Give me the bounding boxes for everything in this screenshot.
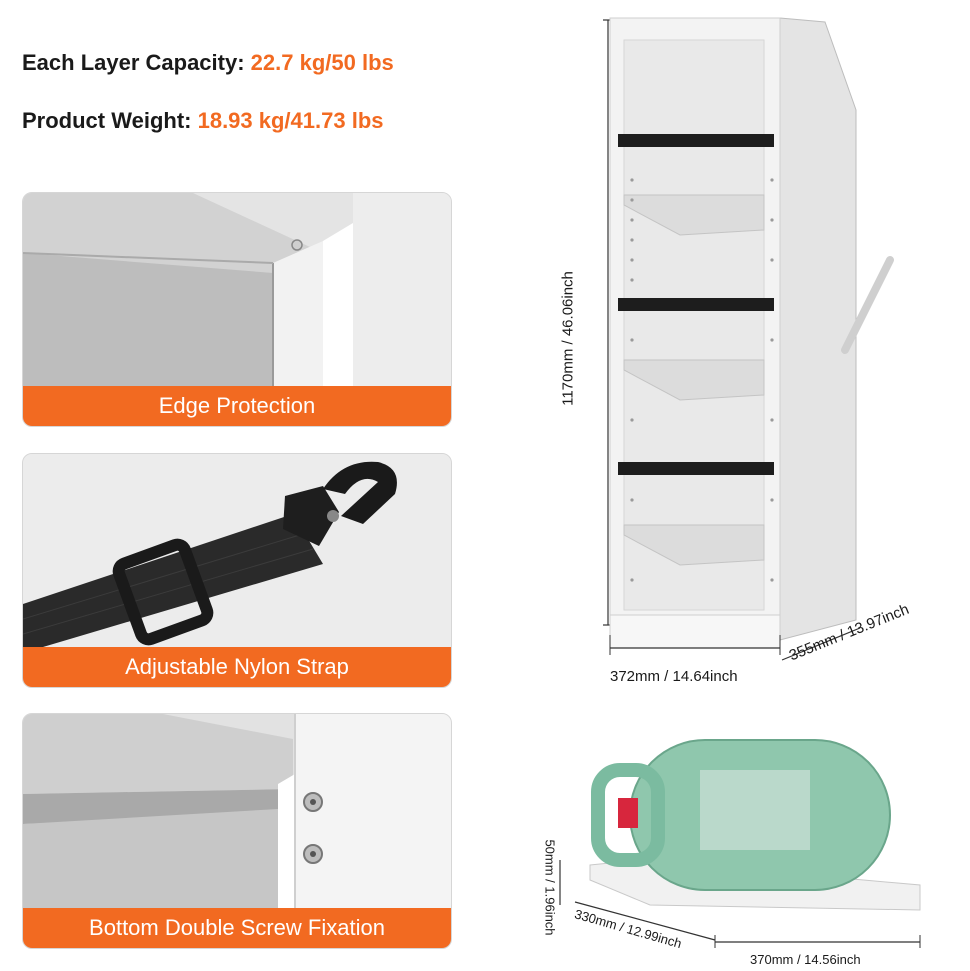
screw-fixation-caption: Bottom Double Screw Fixation	[23, 908, 451, 948]
layer-capacity-spec: Each Layer Capacity: 22.7 kg/50 lbs	[22, 50, 394, 76]
edge-protection-panel: Edge Protection	[22, 192, 452, 427]
screw-fixation-panel: Bottom Double Screw Fixation	[22, 713, 452, 949]
shelf-width-dimension: 370mm / 14.56inch	[750, 952, 861, 967]
rack-straps	[618, 134, 774, 475]
edge-protection-image	[23, 193, 451, 426]
tank-shelf-illustration	[559, 739, 921, 948]
layer-capacity-value: 22.7 kg/50 lbs	[250, 50, 394, 75]
height-dimension: 1170mm / 46.06inch	[559, 271, 577, 406]
nylon-strap-caption: Adjustable Nylon Strap	[23, 647, 451, 687]
product-weight-value: 18.93 kg/41.73 lbs	[197, 108, 384, 133]
product-weight-spec: Product Weight: 18.93 kg/41.73 lbs	[22, 108, 384, 134]
product-weight-label: Product Weight:	[22, 108, 192, 133]
rack-illustration	[603, 17, 894, 661]
edge-protection-caption: Edge Protection	[23, 386, 451, 426]
shelf-lip-dimension: 50mm / 1.96inch	[542, 839, 558, 936]
layer-capacity-label: Each Layer Capacity:	[22, 50, 245, 75]
width-dimension: 372mm / 14.64inch	[610, 668, 738, 685]
nylon-strap-panel: Adjustable Nylon Strap	[22, 453, 452, 688]
